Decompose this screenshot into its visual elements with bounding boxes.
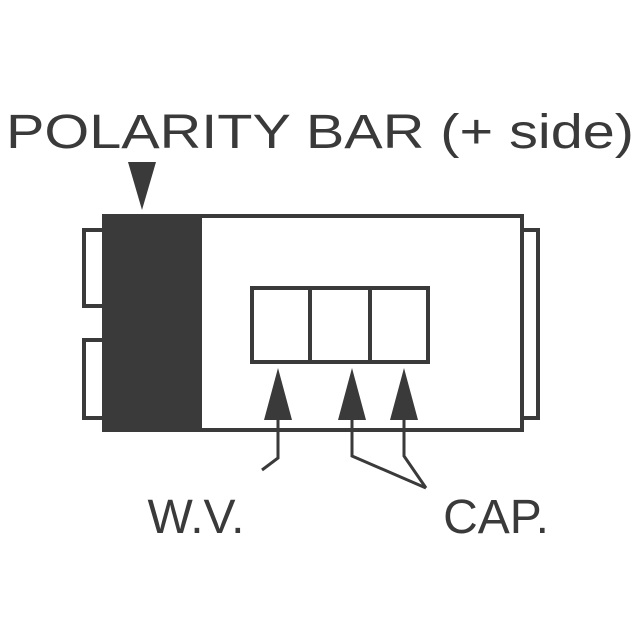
wv-arrow-icon bbox=[264, 368, 292, 420]
cap-label: CAP. bbox=[443, 491, 549, 544]
left-terminal-bottom bbox=[82, 338, 106, 420]
polarity-bar-label: POLARITY BAR (+ side) bbox=[6, 106, 634, 159]
wv-label: W.V. bbox=[148, 491, 245, 544]
cap-leader-line bbox=[350, 420, 428, 490]
code-box-cap-2 bbox=[368, 286, 430, 364]
cap-arrow-1-icon bbox=[338, 368, 366, 420]
cap-arrow-2-icon bbox=[390, 368, 418, 420]
right-terminal bbox=[520, 228, 540, 420]
wv-leader-line bbox=[261, 420, 280, 472]
polarity-arrow-icon bbox=[128, 162, 156, 210]
polarity-bar bbox=[104, 216, 202, 430]
left-terminal-top bbox=[82, 228, 106, 308]
code-box-wv bbox=[250, 286, 312, 364]
code-box-cap-1 bbox=[308, 286, 372, 364]
